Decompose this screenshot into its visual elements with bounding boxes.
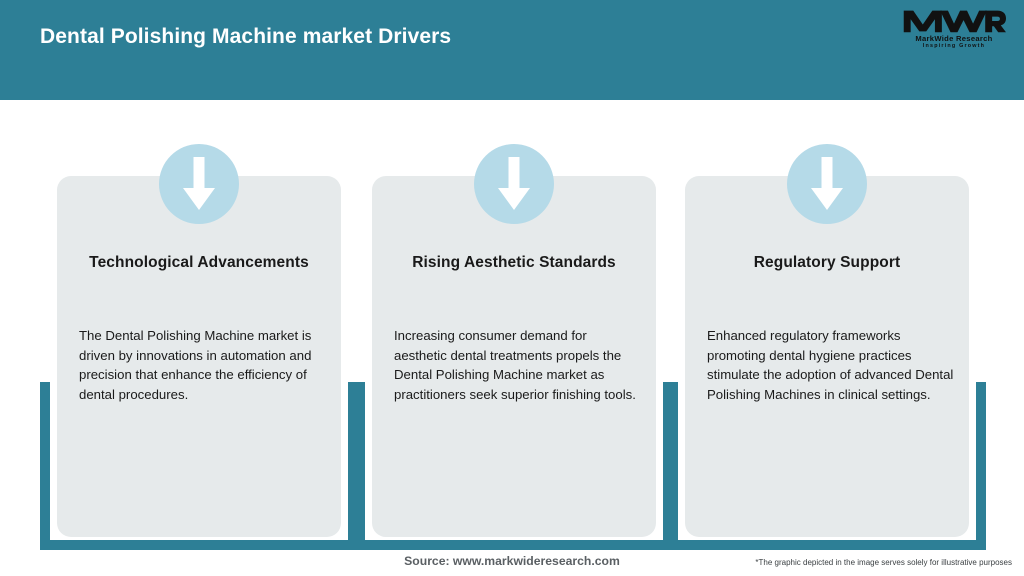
card-body: Increasing consumer demand for aesthetic… xyxy=(394,328,636,402)
down-arrow-icon xyxy=(787,144,867,224)
logo-company-name: MarkWide Research xyxy=(915,34,993,43)
driver-card-2[interactable]: Rising Aesthetic Standards Increasing co… xyxy=(355,100,673,550)
card-title: Technological Advancements xyxy=(89,254,309,271)
disclaimer-label: *The graphic depicted in the image serve… xyxy=(755,558,1012,567)
card-title: Rising Aesthetic Standards xyxy=(412,254,616,271)
mwr-logo-icon xyxy=(900,8,1008,34)
driver-card-1[interactable]: Technological Advancements The Dental Po… xyxy=(40,100,358,550)
logo-tagline: Inspiring Growth xyxy=(922,42,986,49)
card-bracket-left xyxy=(355,382,365,550)
card-bracket-bottom xyxy=(355,540,673,550)
card-body: Enhanced regulatory frameworks promoting… xyxy=(707,328,954,402)
down-arrow-icon xyxy=(474,144,554,224)
card-bracket-left xyxy=(668,382,678,550)
header-bar xyxy=(0,0,1024,100)
page-title: Dental Polishing Machine market Drivers xyxy=(40,25,452,48)
card-title: Regulatory Support xyxy=(753,254,901,271)
card-bracket-bottom xyxy=(40,540,358,550)
down-arrow-icon xyxy=(159,144,239,224)
driver-card-3[interactable]: Regulatory Support Enhanced regulatory f… xyxy=(668,100,986,550)
card-bracket-right xyxy=(348,382,358,550)
card-panel: Regulatory Support Enhanced regulatory f… xyxy=(685,176,969,537)
card-panel: Rising Aesthetic Standards Increasing co… xyxy=(372,176,656,537)
brand-logo: MarkWide Research Inspiring Growth xyxy=(900,8,1008,56)
card-bracket-right xyxy=(976,382,986,550)
source-label: Source: www.markwideresearch.com xyxy=(404,554,620,568)
card-body: The Dental Polishing Machine market is d… xyxy=(79,328,312,402)
card-bracket-bottom xyxy=(668,540,986,550)
drivers-card-group: Technological Advancements The Dental Po… xyxy=(0,100,1024,550)
card-bracket-left xyxy=(40,382,50,550)
card-panel: Technological Advancements The Dental Po… xyxy=(57,176,341,537)
